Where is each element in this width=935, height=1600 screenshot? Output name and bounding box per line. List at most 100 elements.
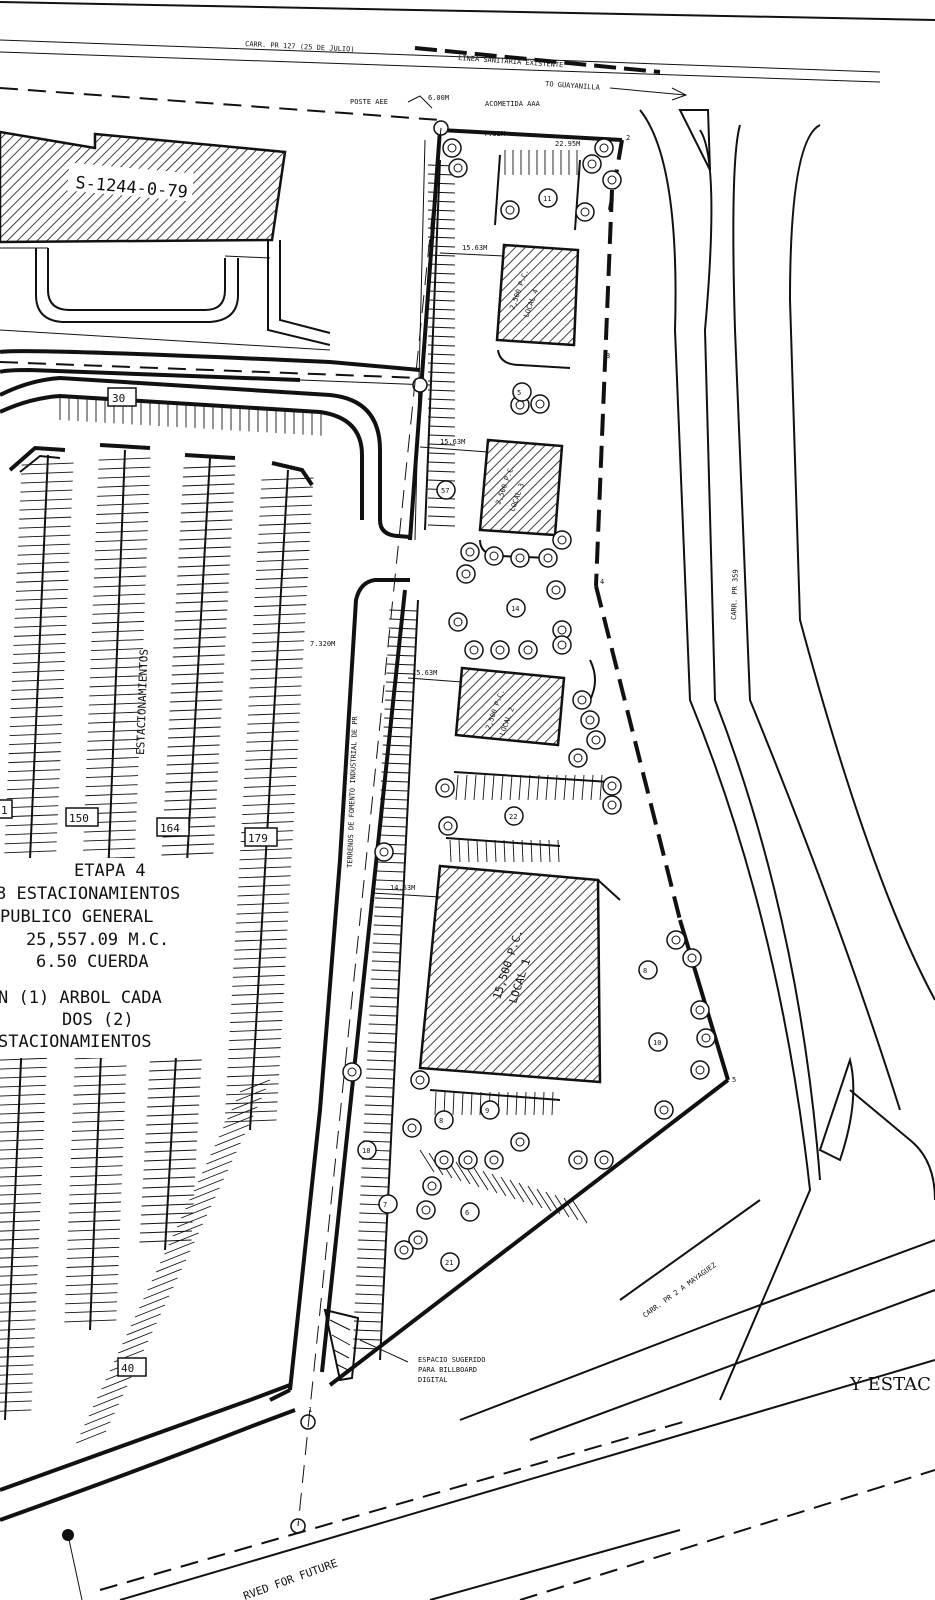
svg-text:14: 14 xyxy=(511,605,519,613)
stall-line xyxy=(427,173,456,176)
bottom-road xyxy=(99,1199,935,1600)
stall-line xyxy=(387,645,416,648)
stall-line xyxy=(427,344,456,347)
stall-line xyxy=(146,1122,199,1126)
tree-icon xyxy=(568,748,588,768)
stall-line xyxy=(68,1210,121,1214)
stall-line xyxy=(378,834,407,837)
stall-line xyxy=(230,1011,283,1014)
dim-side-4: 14.63M xyxy=(390,884,415,892)
stall-line xyxy=(252,631,305,635)
stall-line xyxy=(71,1147,124,1151)
stall-line xyxy=(371,978,400,981)
stall-line xyxy=(21,471,74,475)
stall-line xyxy=(229,1029,282,1032)
stall-line xyxy=(427,452,456,455)
tree-icon xyxy=(422,1176,442,1196)
stall-line xyxy=(542,1091,545,1116)
stall-line xyxy=(165,780,218,784)
tree-icon xyxy=(546,580,566,600)
stall-line xyxy=(85,775,139,779)
stall-line xyxy=(355,1284,384,1287)
stall-line xyxy=(261,477,314,481)
stall-line xyxy=(257,549,310,553)
stall-line xyxy=(378,825,407,828)
stall-line xyxy=(427,398,456,401)
point-4: 4 xyxy=(600,578,604,586)
stall-line xyxy=(226,1083,279,1087)
stall-line xyxy=(13,633,66,637)
billboard-note-3: DIGITAL xyxy=(418,1376,448,1384)
stall-line xyxy=(229,1038,282,1042)
stall-line xyxy=(239,866,292,870)
stall-line xyxy=(228,1056,281,1060)
stall-line xyxy=(70,1165,123,1169)
stall-line xyxy=(142,1185,195,1189)
stall-line xyxy=(365,1086,394,1089)
stall-line xyxy=(67,1246,120,1250)
stage-label: ETAPA 4 xyxy=(74,861,146,881)
stall-line xyxy=(427,479,456,482)
stall-line xyxy=(0,1274,38,1277)
stall-line xyxy=(427,434,456,437)
site-boundary xyxy=(320,128,730,1387)
stall-line xyxy=(231,1001,284,1005)
stall-count-circle: 14 xyxy=(506,598,526,618)
building-local-4: 2,500 P.C. LOCAL 4 xyxy=(495,243,580,347)
stall-line xyxy=(0,1355,34,1358)
stall-line xyxy=(9,742,62,746)
tree-rule-2: DOS (2) xyxy=(62,1010,134,1030)
svg-text:10: 10 xyxy=(653,1039,661,1047)
stall-line xyxy=(452,1091,455,1116)
stall-line xyxy=(9,724,62,728)
stall-line xyxy=(353,1338,382,1341)
stall-line xyxy=(581,774,585,801)
stall-line xyxy=(427,416,456,419)
stall-line xyxy=(13,651,66,655)
stall-line xyxy=(512,839,515,863)
stall-line xyxy=(355,1293,384,1296)
count-box-179: 179 xyxy=(244,827,278,847)
stall-line xyxy=(97,493,150,497)
svg-text:40: 40 xyxy=(121,1362,134,1375)
tree-icon xyxy=(442,138,462,158)
tree-core xyxy=(599,1155,609,1165)
stall-line xyxy=(155,1259,187,1273)
stall-line xyxy=(427,524,456,527)
stall-line xyxy=(69,1192,122,1196)
stall-line xyxy=(427,461,456,464)
stall-line xyxy=(389,618,418,621)
bottom-road-label: CARR. PR 2 A MAYAGUEZ xyxy=(641,1261,717,1320)
svg-text:57: 57 xyxy=(441,487,449,495)
stall-line xyxy=(235,1088,266,1102)
stall-line xyxy=(427,425,456,428)
billboard-zone xyxy=(323,1308,409,1382)
svg-text:21: 21 xyxy=(445,1259,453,1267)
stall-count-circle: 6 xyxy=(460,1202,480,1222)
stall-line xyxy=(214,1133,245,1147)
dim-top-a: 6.00M xyxy=(428,94,449,102)
tree-icon xyxy=(402,1118,422,1138)
stall-line xyxy=(17,543,70,547)
stall-line xyxy=(225,1110,278,1114)
top-road-label: CARR. PR 127 (25 DE JULIO) xyxy=(245,40,355,54)
stall-line xyxy=(87,738,140,742)
stall-line xyxy=(533,1091,536,1116)
stall-line xyxy=(174,627,227,631)
stall-line xyxy=(14,624,67,628)
stall-line xyxy=(0,1147,44,1151)
stall-line xyxy=(246,739,299,743)
tree-icon xyxy=(594,1150,614,1170)
stall-line xyxy=(130,1313,161,1327)
svg-text:22: 22 xyxy=(509,813,517,821)
stage-line-4: 25,557.09 M.C. xyxy=(26,930,169,950)
stall-line xyxy=(8,751,61,755)
stall-line xyxy=(134,1304,166,1318)
stall-line xyxy=(364,1113,393,1116)
stall-line xyxy=(476,839,479,863)
stall-line xyxy=(182,474,235,478)
stall-line xyxy=(0,1310,36,1313)
stall-count-circle: 8 xyxy=(638,960,658,980)
stall-line xyxy=(72,1119,125,1123)
